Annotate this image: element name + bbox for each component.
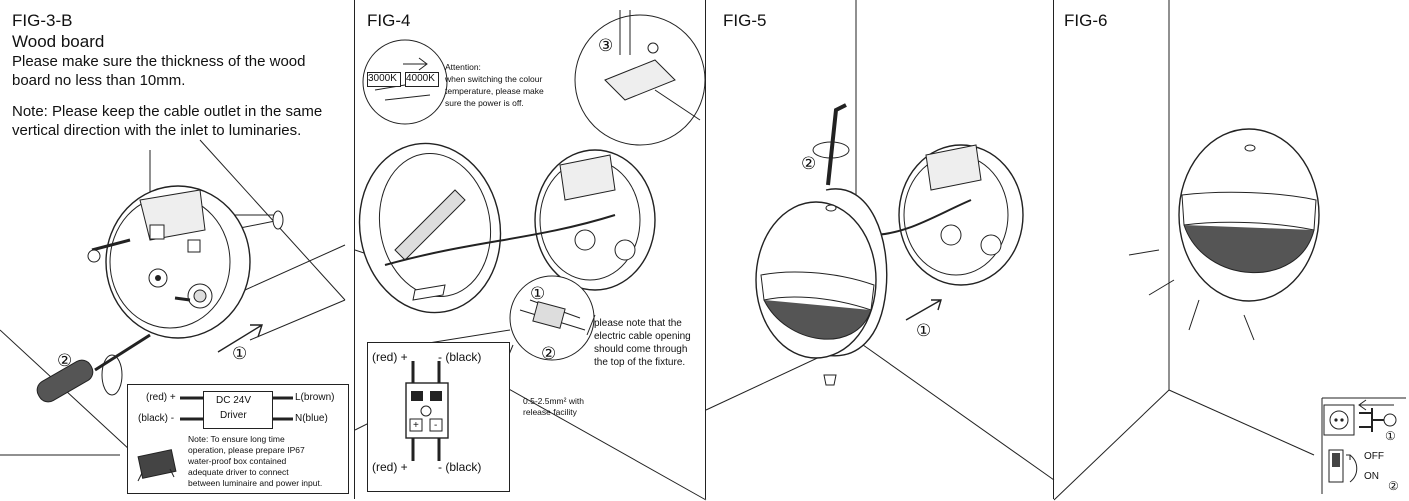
wire-spec-line1: 0.5-2.5mm² with <box>523 396 584 406</box>
opening-note-line2: electric cable opening <box>594 331 691 342</box>
fig4-step-screw: ③ <box>598 36 614 55</box>
cct-right-label: 4000K <box>406 73 435 84</box>
opening-note-line3: should come through <box>594 344 688 355</box>
driver-info-box: (red) + (black) - DC 24V Driver L(brown)… <box>127 384 349 494</box>
fig6-drawing <box>1053 0 1406 501</box>
driver-note-line1: Note: To ensure long time <box>188 434 285 444</box>
driver-note-line4: adequate driver to connect <box>188 467 289 477</box>
driver-note-line2: operation, please prepare IP67 <box>188 445 305 455</box>
driver-black-label: (black) - <box>138 413 175 424</box>
fig6-step-plug: ① <box>1385 429 1396 443</box>
switch-on-label: ON <box>1364 471 1379 482</box>
terminal-plus: + <box>413 420 419 431</box>
fig4-drawing <box>354 10 707 501</box>
driver-blue-label: N(blue) <box>295 413 328 424</box>
terminal-top-black: - (black) <box>438 350 482 364</box>
cct-left-label: 3000K <box>368 73 397 84</box>
fig3b-step-screwdriver: ② <box>57 351 73 370</box>
opening-note-line1: please note that the <box>594 318 682 329</box>
attention-line1: Attention: <box>445 62 481 72</box>
fig4-title: FIG-4 <box>367 11 411 30</box>
wire-spec-line2: release facility <box>523 407 577 417</box>
attention-line4: sure the power is off. <box>445 98 524 108</box>
driver-block <box>203 391 273 429</box>
panel-fig4: FIG-4 3000K 4000K Attention: when switch… <box>354 0 707 501</box>
driver-note-line5: between luminaire and power input. <box>188 478 323 488</box>
fig3b-thickness-line2: board no less than 10mm. <box>12 72 186 89</box>
fig4-step-insert: ① <box>530 284 546 303</box>
fig3b-thickness-line1: Please make sure the thickness of the wo… <box>12 53 306 70</box>
fig6-step-switch: ② <box>1388 479 1399 493</box>
fig6-title: FIG-6 <box>1064 11 1108 30</box>
driver-red-label: (red) + <box>146 392 176 403</box>
terminal-bottom-black: - (black) <box>438 460 482 474</box>
driver-title-line2: Driver <box>220 410 247 421</box>
fig3b-note-line2: vertical direction with the inlet to lum… <box>12 122 302 139</box>
fig4-step-push: ② <box>541 344 557 363</box>
terminal-drawing <box>405 361 449 461</box>
fig5-step-push: ① <box>916 321 932 340</box>
terminal-minus: - <box>434 420 438 431</box>
fig5-drawing <box>705 0 1055 481</box>
driver-wires <box>137 396 293 482</box>
terminal-bottom-red: (red) + <box>372 460 408 474</box>
cct-switch-3000k <box>367 72 401 87</box>
driver-note-line3: water-proof box contained <box>188 456 287 466</box>
attention-line3: temperature, please make <box>445 86 544 96</box>
fig5-title: FIG-5 <box>723 11 767 30</box>
switch-off-label: OFF <box>1364 451 1384 462</box>
fig3b-note-line1: Note: Please keep the cable outlet in th… <box>12 103 323 120</box>
panel-fig6: FIG-6 ① OFF ON ② <box>1053 0 1409 501</box>
terminal-top-red: (red) + <box>372 350 408 364</box>
fig5-step-key: ② <box>801 154 817 173</box>
fig3b-subtitle: Wood board <box>12 32 105 51</box>
driver-title-line1: DC 24V <box>216 395 252 406</box>
fig3b-title: FIG-3-B <box>12 11 73 30</box>
driver-brown-label: L(brown) <box>295 392 335 403</box>
panel-fig3b: FIG-3-B Wood board Please make sure the … <box>0 0 354 499</box>
opening-note-line4: the top of the fixture. <box>594 357 686 368</box>
panel-fig5: FIG-5 ② ① <box>705 0 1055 499</box>
terminal-box: (red) + - (black) (red) + - (black) + - <box>367 342 510 492</box>
fig3b-drawing <box>0 139 346 456</box>
attention-line2: when switching the colour <box>445 74 543 84</box>
fig3b-step-push: ① <box>232 344 248 363</box>
cct-switch-4000k <box>405 72 439 87</box>
